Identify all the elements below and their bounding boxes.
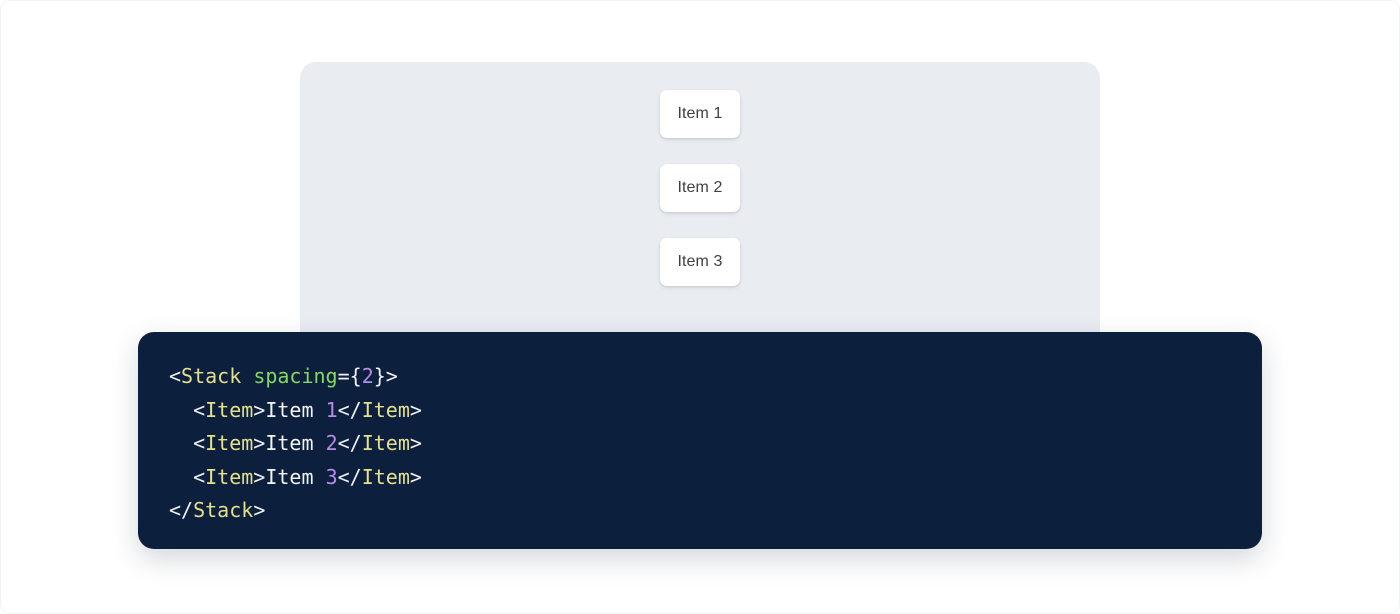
code-token-punct: ={ — [337, 364, 362, 388]
code-token-punct: </ — [169, 498, 194, 523]
code-token-num: 2 — [361, 364, 374, 388]
code-token-punct: > — [409, 397, 422, 422]
code-token-num: 3 — [325, 464, 338, 489]
code-token-punct: </ — [337, 397, 362, 422]
code-token-text: Item — [265, 397, 326, 422]
code-token-punct: < — [169, 397, 206, 422]
code-token-punct: < — [169, 431, 206, 456]
code-token-tag: Item — [205, 397, 254, 422]
code-token-punct: > — [409, 464, 422, 489]
code-token-text: Item — [265, 431, 326, 456]
code-line: <Stack spacing={2}> — [169, 360, 1262, 394]
code-snippet-panel[interactable]: <Stack spacing={2}> <Item>Item 1</Item> … — [138, 332, 1262, 549]
stack-preview-panel: Item 1 Item 2 Item 3 — [300, 62, 1100, 382]
code-token-num: 1 — [325, 397, 338, 422]
code-token-tag: Item — [205, 464, 254, 489]
code-token-punct: </ — [337, 431, 362, 456]
code-token-num: 2 — [325, 431, 338, 456]
code-line: <Item>Item 3</Item> — [169, 461, 1262, 495]
code-pre: <Stack spacing={2}> <Item>Item 1</Item> … — [169, 360, 1262, 528]
code-line: <Item>Item 2</Item> — [169, 427, 1262, 461]
code-token-punct: > — [253, 498, 266, 523]
stack-item[interactable]: Item 3 — [660, 238, 740, 286]
stack-container: Item 1 Item 2 Item 3 — [660, 90, 740, 286]
code-token-punct: < — [169, 364, 182, 388]
code-token-tag: Stack — [193, 498, 254, 523]
code-content: <Stack spacing={2}> <Item>Item 1</Item> … — [169, 360, 1262, 528]
code-token-tag: Item — [361, 397, 410, 422]
code-token-tag: Item — [361, 431, 410, 456]
code-token-text: Item — [265, 464, 326, 489]
code-token-punct: }> — [373, 364, 398, 388]
code-line: </Stack> — [169, 494, 1262, 528]
code-token-tag: Stack — [181, 364, 242, 388]
code-token-punct: > — [253, 397, 266, 422]
code-token-punct: </ — [337, 464, 362, 489]
code-token-punct: > — [409, 431, 422, 456]
code-token-tag: Item — [361, 464, 410, 489]
code-token-attr: spacing — [253, 364, 338, 388]
code-token-punct: < — [169, 464, 206, 489]
code-token-punct — [241, 364, 253, 388]
code-token-tag: Item — [205, 431, 254, 456]
code-line: <Item>Item 1</Item> — [169, 394, 1262, 428]
code-token-punct: > — [253, 431, 266, 456]
stack-item[interactable]: Item 1 — [660, 90, 740, 138]
stack-item[interactable]: Item 2 — [660, 164, 740, 212]
code-token-punct: > — [253, 464, 266, 489]
